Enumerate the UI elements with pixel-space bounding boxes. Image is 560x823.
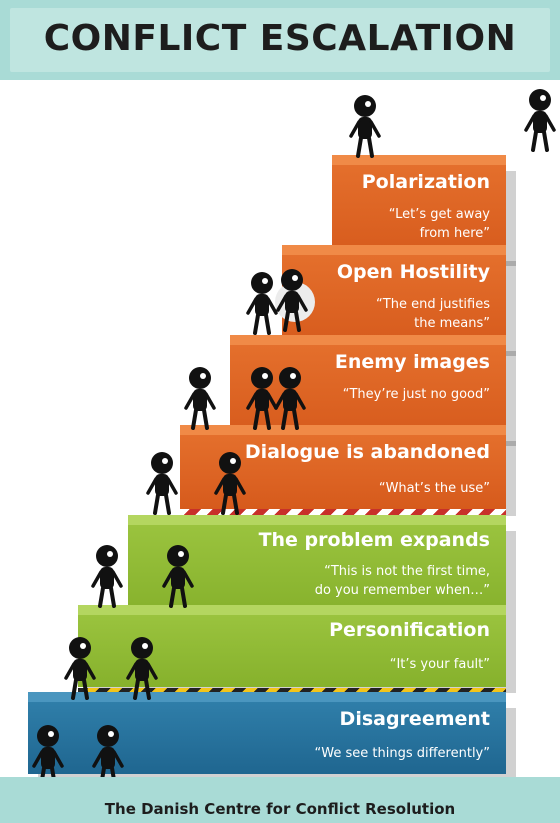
stick-figure-icon — [91, 543, 123, 608]
step-quote: “It’s your fault” — [389, 657, 490, 672]
stick-figure-icon — [349, 93, 381, 158]
title-banner — [0, 0, 560, 80]
page-title: CONFLICT ESCALATION — [43, 18, 517, 59]
step-title: Personification — [329, 619, 490, 641]
step-title: The problem expands — [258, 529, 490, 551]
step-quote: “We see things differently” — [314, 746, 490, 761]
stick-figure-icon — [524, 87, 556, 152]
step-disagreement: Disagreement “We see things differently” — [28, 692, 506, 774]
step-problem-expands: The problem expands “This is not the fir… — [128, 515, 506, 615]
step-polarization: Polarization “Let’s get away from here” — [332, 155, 506, 260]
step-title: Enemy images — [334, 351, 490, 373]
step-quote: “They’re just no good” — [342, 387, 490, 402]
step-quote: “Let’s get away from here” — [388, 207, 490, 241]
stick-figure-icon — [184, 365, 216, 430]
step-quote: “This is not the first time, do you reme… — [314, 564, 490, 598]
footer-credit: The Danish Centre for Conflict Resolutio… — [104, 800, 456, 818]
step-title: Open Hostility — [336, 261, 490, 283]
step-title: Disagreement — [339, 708, 490, 730]
step-quote: “The end justifies the means” — [376, 297, 490, 331]
stick-figure-icon — [146, 450, 178, 515]
step-dialogue-abandoned: Dialogue is abandoned “What’s the use” — [180, 425, 506, 510]
footer-banner — [0, 777, 560, 823]
step-title: Polarization — [361, 171, 490, 193]
step-title: Dialogue is abandoned — [244, 441, 490, 463]
step-open-hostility: Open Hostility “The end justifies the me… — [282, 245, 506, 350]
step-quote: “What’s the use” — [378, 481, 490, 496]
step-personification: Personification “It’s your fault” — [78, 605, 506, 687]
